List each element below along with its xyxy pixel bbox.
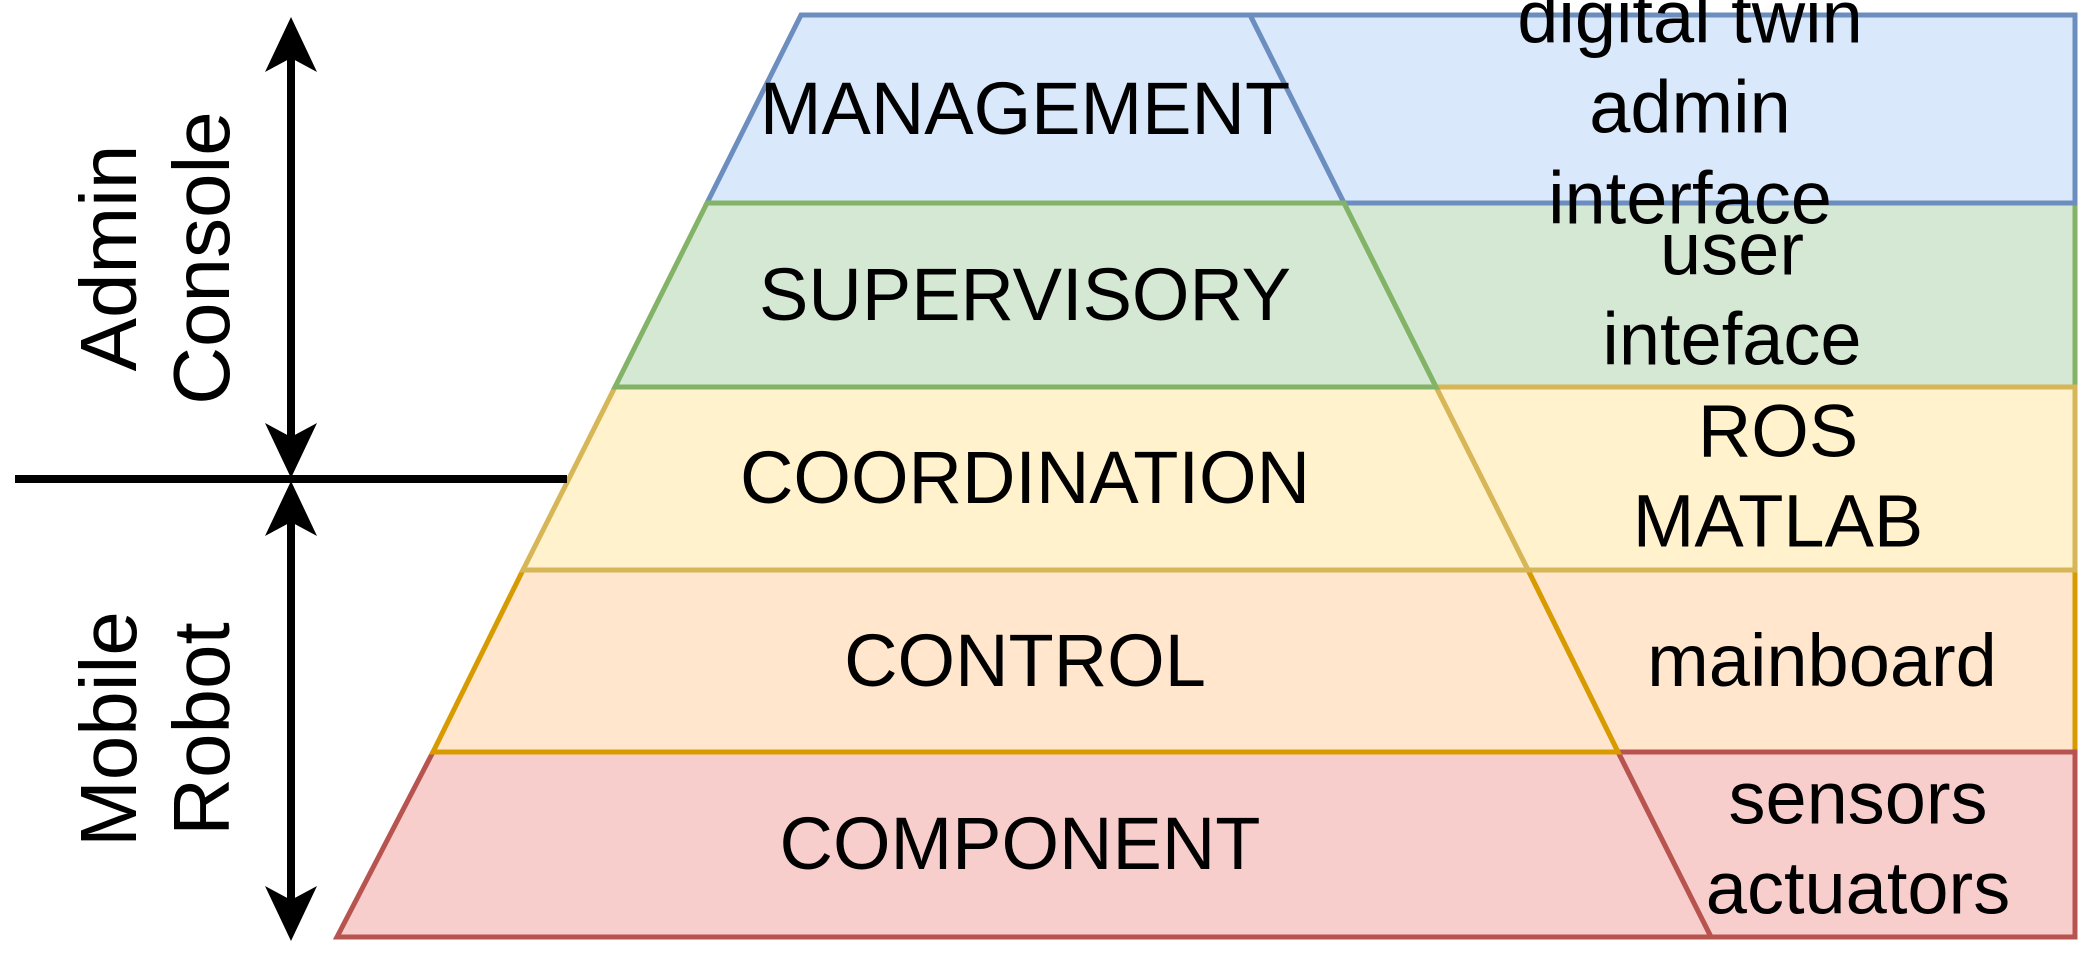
component-trapezoid	[332, 749, 1716, 940]
control-tech-box	[1523, 567, 2078, 755]
mobile-robot-range-arrow	[265, 481, 317, 941]
control-trapezoid	[428, 567, 1623, 755]
supervisory-trapezoid	[610, 200, 1441, 390]
arrowhead-up-icon	[265, 481, 317, 536]
arrowhead-down-icon	[265, 423, 317, 478]
arrowhead-down-icon	[265, 886, 317, 941]
management-tech-box	[1245, 12, 2078, 206]
admin-console-range-arrow	[265, 17, 317, 478]
coordination-trapezoid	[518, 384, 1533, 573]
management-trapezoid	[702, 12, 1349, 206]
supervisory-tech-box	[1339, 200, 2078, 390]
coordination-tech-box	[1431, 384, 2078, 573]
arrowhead-up-icon	[265, 17, 317, 72]
